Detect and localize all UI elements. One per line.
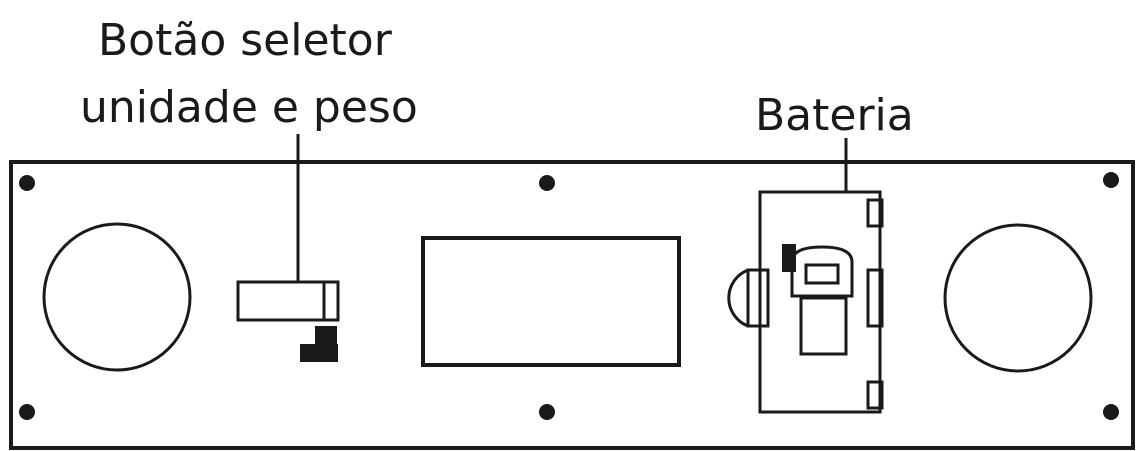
unit-weight-selector-button bbox=[236, 280, 340, 362]
left-foot-circle bbox=[42, 222, 192, 372]
screw-hole-bottom-right bbox=[1103, 404, 1119, 420]
screw-hole-bottom-left bbox=[19, 404, 35, 420]
screw-hole-bottom-middle bbox=[539, 404, 555, 420]
screw-hole-top-right bbox=[1103, 172, 1119, 188]
screw-hole-top-middle bbox=[539, 175, 555, 191]
screw-hole-top-left bbox=[19, 175, 35, 191]
battery-compartment bbox=[727, 190, 884, 414]
right-foot-circle bbox=[943, 223, 1093, 373]
selector-label-line1: Botão seletor bbox=[98, 15, 393, 66]
selector-label-line2: unidade e peso bbox=[80, 82, 418, 133]
display-window bbox=[421, 236, 681, 367]
battery-label: Bateria bbox=[755, 90, 914, 141]
panel-outline bbox=[9, 160, 1135, 450]
